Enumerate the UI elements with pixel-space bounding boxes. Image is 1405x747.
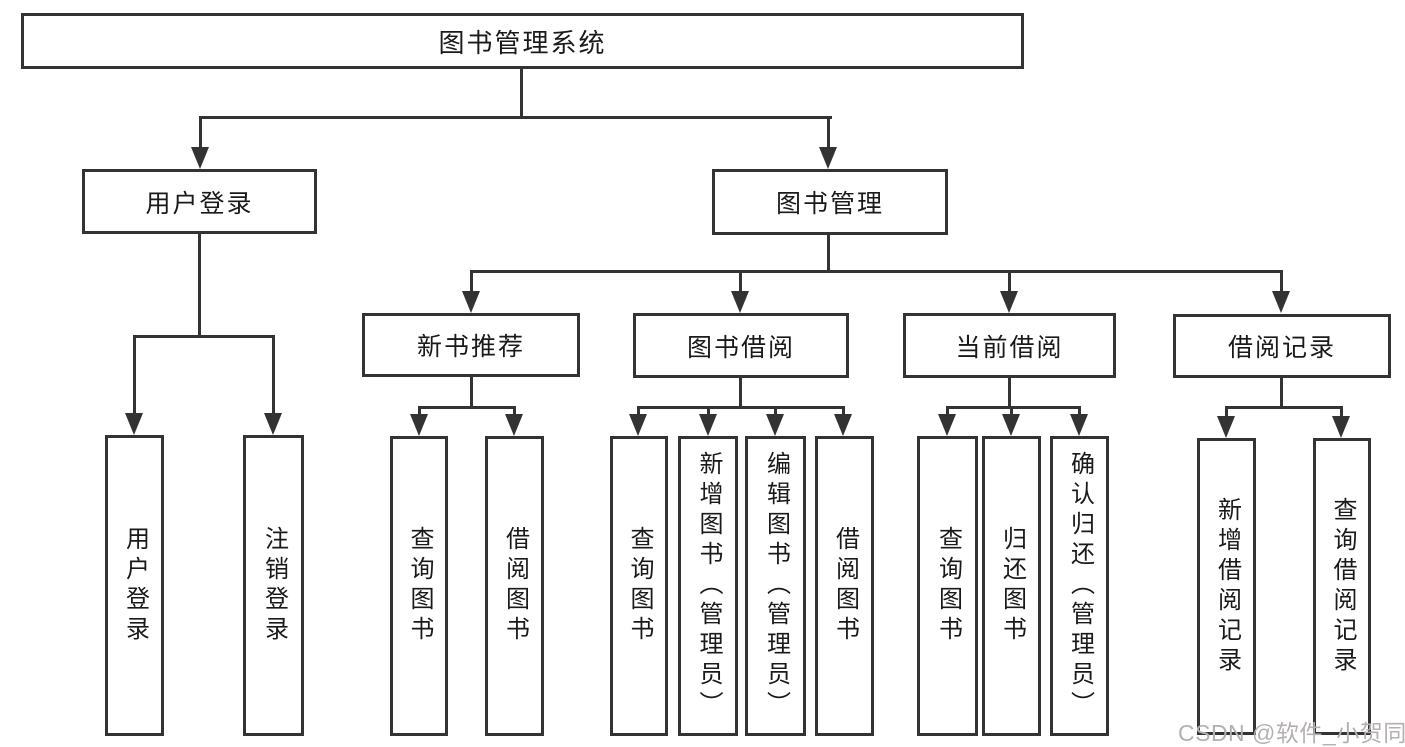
arrowhead-icon bbox=[1332, 416, 1350, 438]
leaf-label: 新增借阅记录 bbox=[1213, 496, 1241, 677]
connector-currentborrow-drop bbox=[1078, 406, 1081, 416]
arrowhead-icon bbox=[264, 413, 282, 435]
leaf-user-login: 用户登录 bbox=[105, 435, 164, 736]
arrowhead-icon bbox=[629, 414, 647, 436]
leaf-logout-login: 注销登录 bbox=[243, 435, 304, 736]
leaf-label: 查询图书 bbox=[406, 526, 433, 646]
connector-root-stem bbox=[520, 68, 523, 118]
leaf-label: 查询借阅记录 bbox=[1329, 496, 1356, 677]
leaf-label: 借阅图书 bbox=[501, 526, 529, 646]
connector-root-left-drop bbox=[199, 116, 202, 150]
connector-bookborrow-drop bbox=[637, 406, 640, 416]
connector-records-bar bbox=[1225, 406, 1343, 409]
connector-bookmgmt-drop bbox=[470, 270, 473, 292]
connector-currentborrow-drop bbox=[946, 406, 949, 416]
arrowhead-icon bbox=[125, 413, 143, 435]
connector-bookborrow-drop bbox=[842, 406, 845, 416]
connector-userlogin-bar bbox=[133, 335, 275, 338]
connector-bookmgmt-bar bbox=[470, 270, 1283, 273]
connector-bookmgmt-drop bbox=[1280, 270, 1283, 292]
arrowhead-icon bbox=[462, 291, 480, 313]
leaf-label: 用户登录 bbox=[121, 525, 149, 646]
connector-records-stem bbox=[1280, 377, 1283, 409]
node-user-login: 用户登录 bbox=[82, 169, 317, 234]
connector-newbook-drop bbox=[513, 406, 516, 416]
arrowhead-icon bbox=[938, 414, 956, 436]
arrowhead-icon bbox=[834, 414, 852, 436]
connector-userlogin-drop bbox=[133, 335, 136, 415]
leaf-label: 注销登录 bbox=[260, 525, 288, 646]
node-book-borrowing: 图书借阅 bbox=[633, 313, 849, 378]
leaf-bb-add-books-admin: 新增图书（管理员） bbox=[678, 436, 738, 736]
leaf-nb-query-books: 查询图书 bbox=[390, 436, 448, 736]
connector-bookmgmt-drop bbox=[1008, 270, 1011, 292]
leaf-bb-borrow-books: 借阅图书 bbox=[815, 436, 874, 736]
arrowhead-icon bbox=[1002, 414, 1020, 436]
leaf-bb-query-books: 查询图书 bbox=[610, 436, 668, 736]
leaf-cb-return-books: 归还图书 bbox=[982, 436, 1041, 736]
connector-newbook-drop bbox=[418, 406, 421, 416]
connector-records-drop bbox=[1225, 406, 1228, 418]
node-current-borrowing: 当前借阅 bbox=[903, 313, 1116, 378]
leaf-cb-query-books: 查询图书 bbox=[917, 436, 978, 736]
arrowhead-icon bbox=[191, 147, 209, 169]
arrowhead-icon bbox=[1217, 416, 1235, 438]
connector-bookmgmt-stem bbox=[827, 234, 830, 272]
node-borrow-records: 借阅记录 bbox=[1173, 314, 1391, 378]
node-library-management-system: 图书管理系统 bbox=[21, 13, 1024, 69]
connector-userlogin-drop bbox=[272, 335, 275, 415]
connector-userlogin-stem bbox=[198, 233, 201, 337]
leaf-label: 编辑图书（管理员） bbox=[762, 451, 790, 721]
leaf-cb-confirm-return-admin: 确认归还（管理员） bbox=[1050, 436, 1109, 736]
arrowhead-icon bbox=[505, 414, 523, 436]
leaf-br-query-record: 查询借阅记录 bbox=[1313, 438, 1371, 735]
connector-records-drop bbox=[1340, 406, 1343, 418]
connector-bookmgmt-drop bbox=[739, 270, 742, 292]
connector-bookborrow-drop bbox=[774, 406, 777, 416]
connector-currentborrow-bar bbox=[946, 406, 1080, 409]
connector-bookborrow-drop bbox=[707, 406, 710, 416]
arrowhead-icon bbox=[731, 291, 749, 313]
connector-currentborrow-drop bbox=[1010, 406, 1013, 416]
arrowhead-icon bbox=[766, 414, 784, 436]
leaf-label: 借阅图书 bbox=[831, 526, 859, 646]
arrowhead-icon bbox=[819, 147, 837, 169]
connector-currentborrow-stem bbox=[1008, 377, 1011, 409]
leaf-br-add-record: 新增借阅记录 bbox=[1197, 438, 1256, 735]
arrowhead-icon bbox=[1000, 291, 1018, 313]
connector-newbook-bar bbox=[418, 406, 516, 409]
arrowhead-icon bbox=[1070, 414, 1088, 436]
leaf-label: 查询图书 bbox=[626, 526, 653, 646]
connector-newbook-stem bbox=[470, 376, 473, 409]
arrowhead-icon bbox=[1272, 291, 1290, 313]
leaf-label: 新增图书（管理员） bbox=[695, 451, 722, 721]
arrowhead-icon bbox=[699, 414, 717, 436]
connector-root-bar bbox=[199, 116, 832, 119]
leaf-label: 归还图书 bbox=[998, 526, 1026, 646]
connector-root-right-drop bbox=[827, 116, 830, 150]
connector-bookborrow-stem bbox=[739, 377, 742, 409]
node-book-management: 图书管理 bbox=[712, 169, 948, 235]
connector-bookborrow-bar bbox=[637, 406, 845, 409]
leaf-nb-borrow-books: 借阅图书 bbox=[485, 436, 544, 736]
leaf-label: 确认归还（管理员） bbox=[1066, 451, 1094, 721]
leaf-bb-edit-books-admin: 编辑图书（管理员） bbox=[745, 436, 806, 736]
arrowhead-icon bbox=[410, 414, 428, 436]
leaf-label: 查询图书 bbox=[934, 526, 962, 646]
node-new-book-recommend: 新书推荐 bbox=[362, 313, 580, 377]
csdn-watermark: CSDN @软件_小贺同学 bbox=[1178, 720, 1405, 746]
